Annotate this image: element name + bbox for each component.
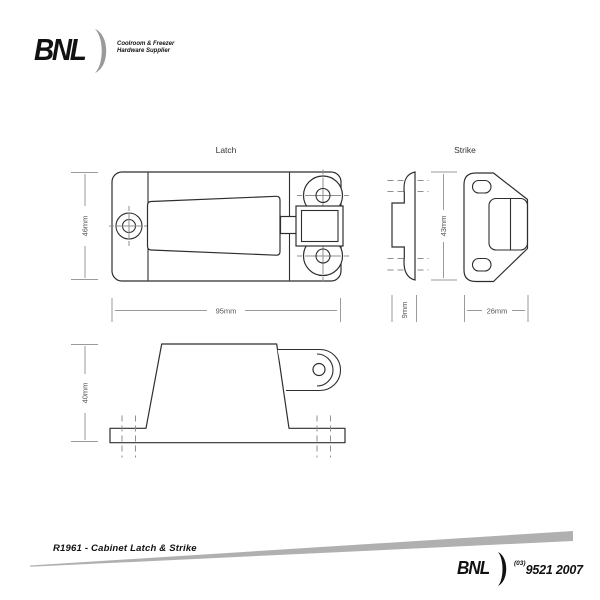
latch-side-height-dimension: 40mm [71, 344, 98, 442]
latch-width-dimension: 95mm [111, 298, 341, 322]
phone-area-code: (03) [514, 560, 526, 567]
footer-logo-text: BNL [457, 558, 490, 578]
latch-bolt [295, 205, 344, 247]
latch-bolt-inner [300, 209, 339, 243]
strike-view-label: Strike [454, 145, 476, 155]
latch-pivot-pin [312, 362, 326, 377]
latch-side-height-label: 40mm [81, 383, 90, 404]
latch-left-screw-hole [109, 206, 149, 246]
product-title: R1961 - Cabinet Latch & Strike [53, 543, 197, 554]
latch-width-label: 95mm [216, 306, 237, 315]
latch-handle [146, 195, 281, 256]
brand-swoosh-icon [95, 29, 107, 73]
latch-head-inner-arc [316, 353, 334, 387]
brand-logo-text: BNL [34, 32, 87, 67]
strike-depth-label: 9mm [400, 302, 409, 319]
strike-front-outline [463, 172, 529, 283]
strike-width-dimension: 26mm [464, 295, 529, 322]
footer-swoosh-icon [498, 552, 507, 586]
brand-tagline-line2: Hardware Supplier [117, 48, 171, 54]
strike-front-view [463, 172, 529, 283]
strike-height-label: 43mm [439, 216, 448, 237]
strike-bottom-slot-hole [471, 257, 492, 272]
strike-catch-box [488, 197, 529, 251]
latch-height-dimension: 46mm [71, 172, 98, 280]
strike-side-view [387, 171, 429, 281]
latch-head-fill [277, 349, 341, 391]
strike-width-label: 26mm [487, 306, 508, 315]
latch-head-outline [277, 348, 342, 392]
brand-tagline-line1: Coolroom & Freezer [117, 41, 175, 47]
latch-top-view [109, 169, 349, 282]
latch-view-label: Latch [216, 145, 237, 155]
brand-tagline: Coolroom & Freezer Hardware Supplier [117, 41, 174, 55]
strike-side-profile [391, 171, 416, 281]
latch-height-label: 46mm [81, 216, 90, 237]
latch-side-body [109, 343, 346, 444]
latch-side-view [109, 343, 346, 458]
strike-depth-dimension: 9mm [391, 295, 417, 322]
strike-height-dimension: 43mm [431, 171, 457, 281]
footer-phone: (03)9521 2007 [514, 560, 583, 579]
strike-top-slot-hole [471, 179, 492, 194]
phone-number: 9521 2007 [525, 563, 583, 577]
